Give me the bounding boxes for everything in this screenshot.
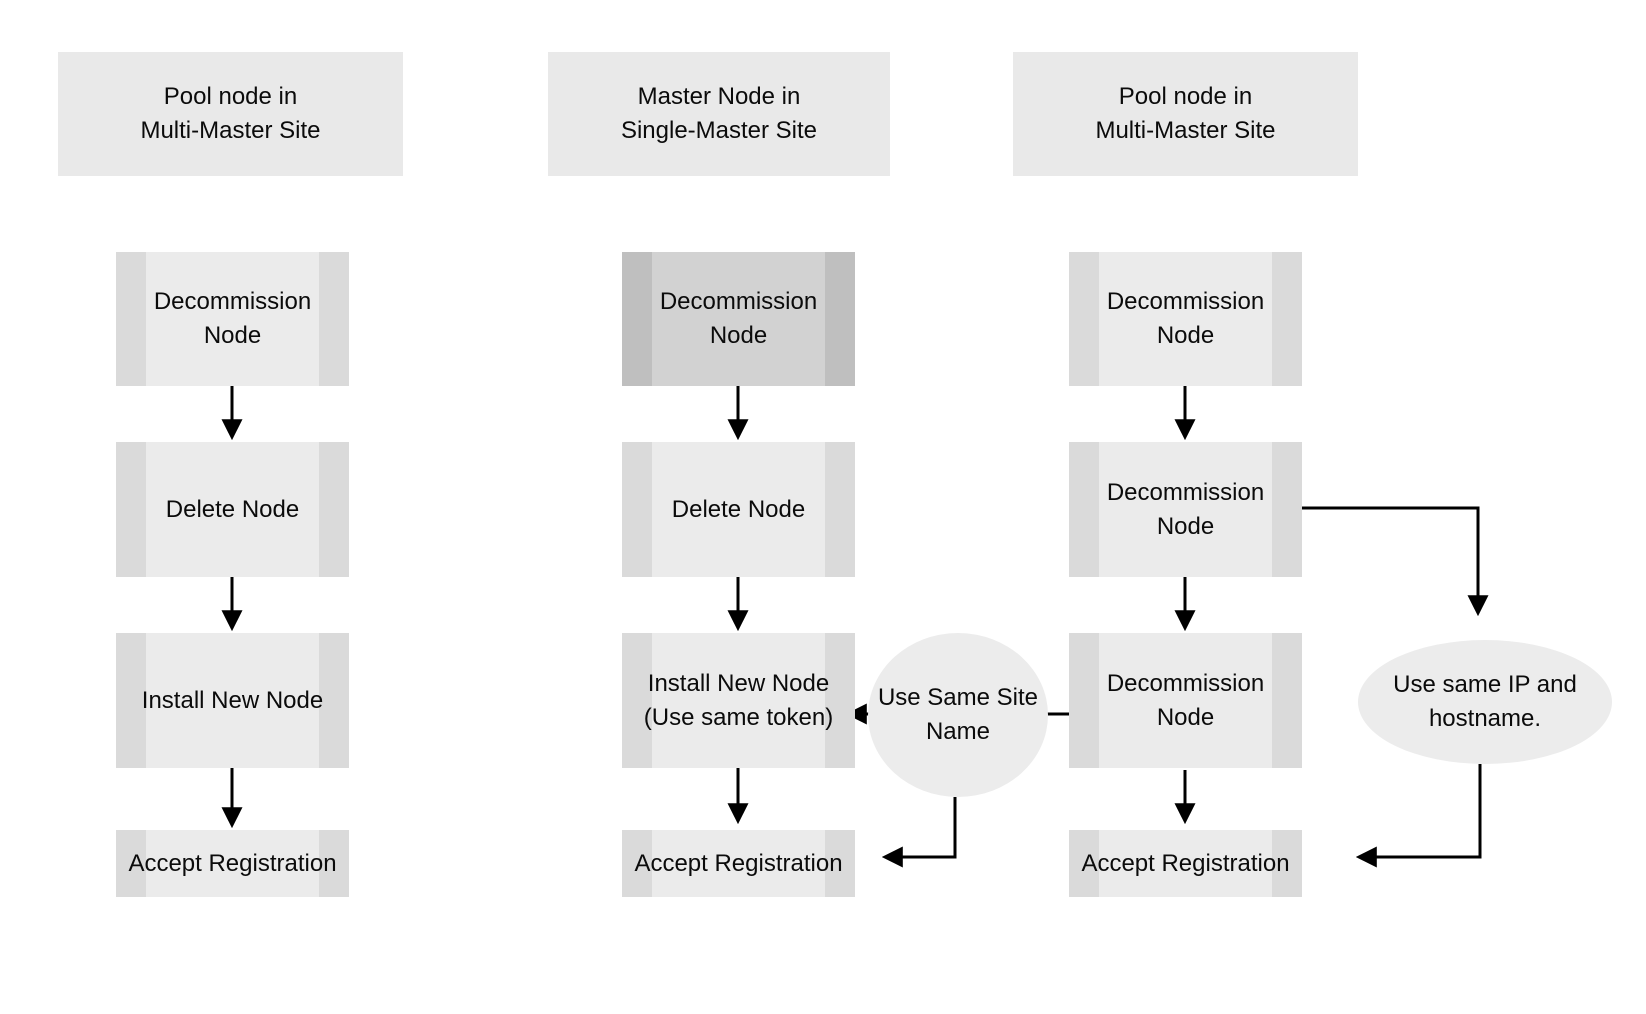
process-box-col1-decommission-node: Decommission Node	[116, 252, 349, 386]
process-box-col1-delete-node: Delete Node	[116, 442, 349, 577]
column-header-label: Pool node in Multi-Master Site	[140, 83, 321, 144]
column-header-label: Pool node in Multi-Master Site	[1095, 83, 1276, 144]
arrow-ellipse-to-col3-accept	[1355, 764, 1482, 868]
arrow-circle-to-col2-accept	[881, 797, 957, 868]
column-header-pool-node-right: Pool node in Multi-Master Site	[1013, 52, 1358, 176]
column-header-master-node: Master Node in Single-Master Site	[548, 52, 890, 176]
process-box-label: Decommission Node	[659, 288, 818, 349]
process-box-label: Install New Node (Use same token)	[643, 669, 834, 731]
process-box-col3-decommission-node-2: Decommission Node	[1069, 442, 1302, 577]
process-box-col3-decommission-node-3: Decommission Node	[1069, 633, 1302, 768]
process-box-col3-accept-registration: Accept Registration	[1069, 830, 1302, 897]
process-box-col2-decommission-node-highlighted: Decommission Node	[622, 252, 855, 386]
process-box-label: Install New Node	[141, 686, 324, 714]
column-header-pool-node-left: Pool node in Multi-Master Site	[58, 52, 403, 176]
process-box-label: Delete Node	[165, 495, 300, 523]
process-box-label: Accept Registration	[128, 849, 337, 877]
process-box-col3-decommission-node-1: Decommission Node	[1069, 252, 1302, 386]
annotation-label: Use Same Site Name	[877, 684, 1039, 745]
process-box-label: Decommission Node	[1106, 669, 1265, 731]
process-box-label: Decommission Node	[1106, 288, 1265, 349]
process-box-col2-install-new-node-same-token: Install New Node (Use same token)	[622, 633, 855, 768]
process-box-label: Decommission Node	[153, 288, 312, 349]
process-box-col1-accept-registration: Accept Registration	[116, 830, 349, 897]
process-box-col2-delete-node: Delete Node	[622, 442, 855, 577]
annotation-label: Use same IP and hostname.	[1393, 671, 1577, 732]
column-header-label: Master Node in Single-Master Site	[620, 83, 818, 144]
process-box-label: Accept Registration	[1081, 849, 1290, 877]
process-box-label: Delete Node	[671, 495, 806, 523]
annotation-circle-use-same-site-name: Use Same Site Name	[868, 633, 1048, 797]
annotation-ellipse-use-same-ip-hostname: Use same IP and hostname.	[1358, 640, 1612, 764]
process-box-col1-install-new-node: Install New Node	[116, 633, 349, 768]
process-box-label: Decommission Node	[1106, 478, 1265, 540]
process-box-label: Accept Registration	[634, 849, 843, 877]
arrow-col3-step2-to-ellipse	[1302, 506, 1489, 617]
process-box-col2-accept-registration: Accept Registration	[622, 830, 855, 897]
